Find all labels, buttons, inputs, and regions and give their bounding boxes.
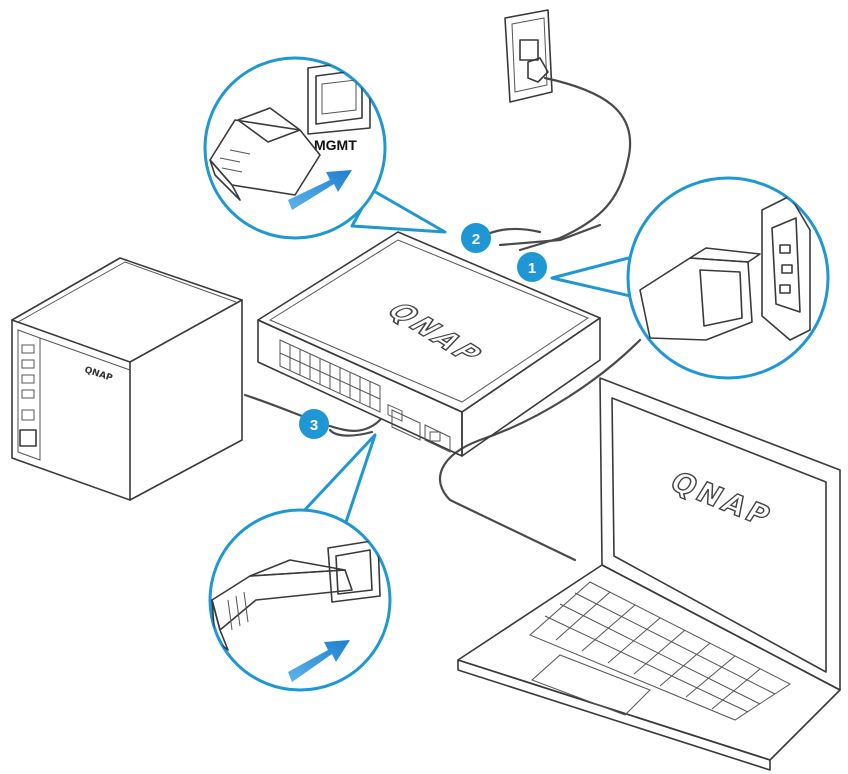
svg-text:1: 1 <box>528 260 536 277</box>
nas-logo: QNAP <box>83 365 114 384</box>
laptop-keyboard <box>530 582 790 720</box>
wall-outlet <box>505 10 552 102</box>
switch-logo: QNAP <box>378 299 493 368</box>
nas-front-panel <box>18 330 130 460</box>
nas-device: QNAP <box>12 258 242 500</box>
callout-mgmt-port: MGMT <box>205 58 445 238</box>
callout-sfp-port <box>210 435 390 690</box>
step-badge-3: 3 <box>299 409 329 439</box>
laptop-logo: QNAP <box>664 466 779 534</box>
step-badge-2: 2 <box>461 223 491 253</box>
callout-power-inlet <box>552 178 828 378</box>
step-badge-1: 1 <box>517 252 547 282</box>
mgmt-label: MGMT <box>314 137 357 153</box>
svg-text:3: 3 <box>310 417 318 434</box>
laptop: QNAP <box>458 378 840 770</box>
svg-text:2: 2 <box>472 231 480 248</box>
